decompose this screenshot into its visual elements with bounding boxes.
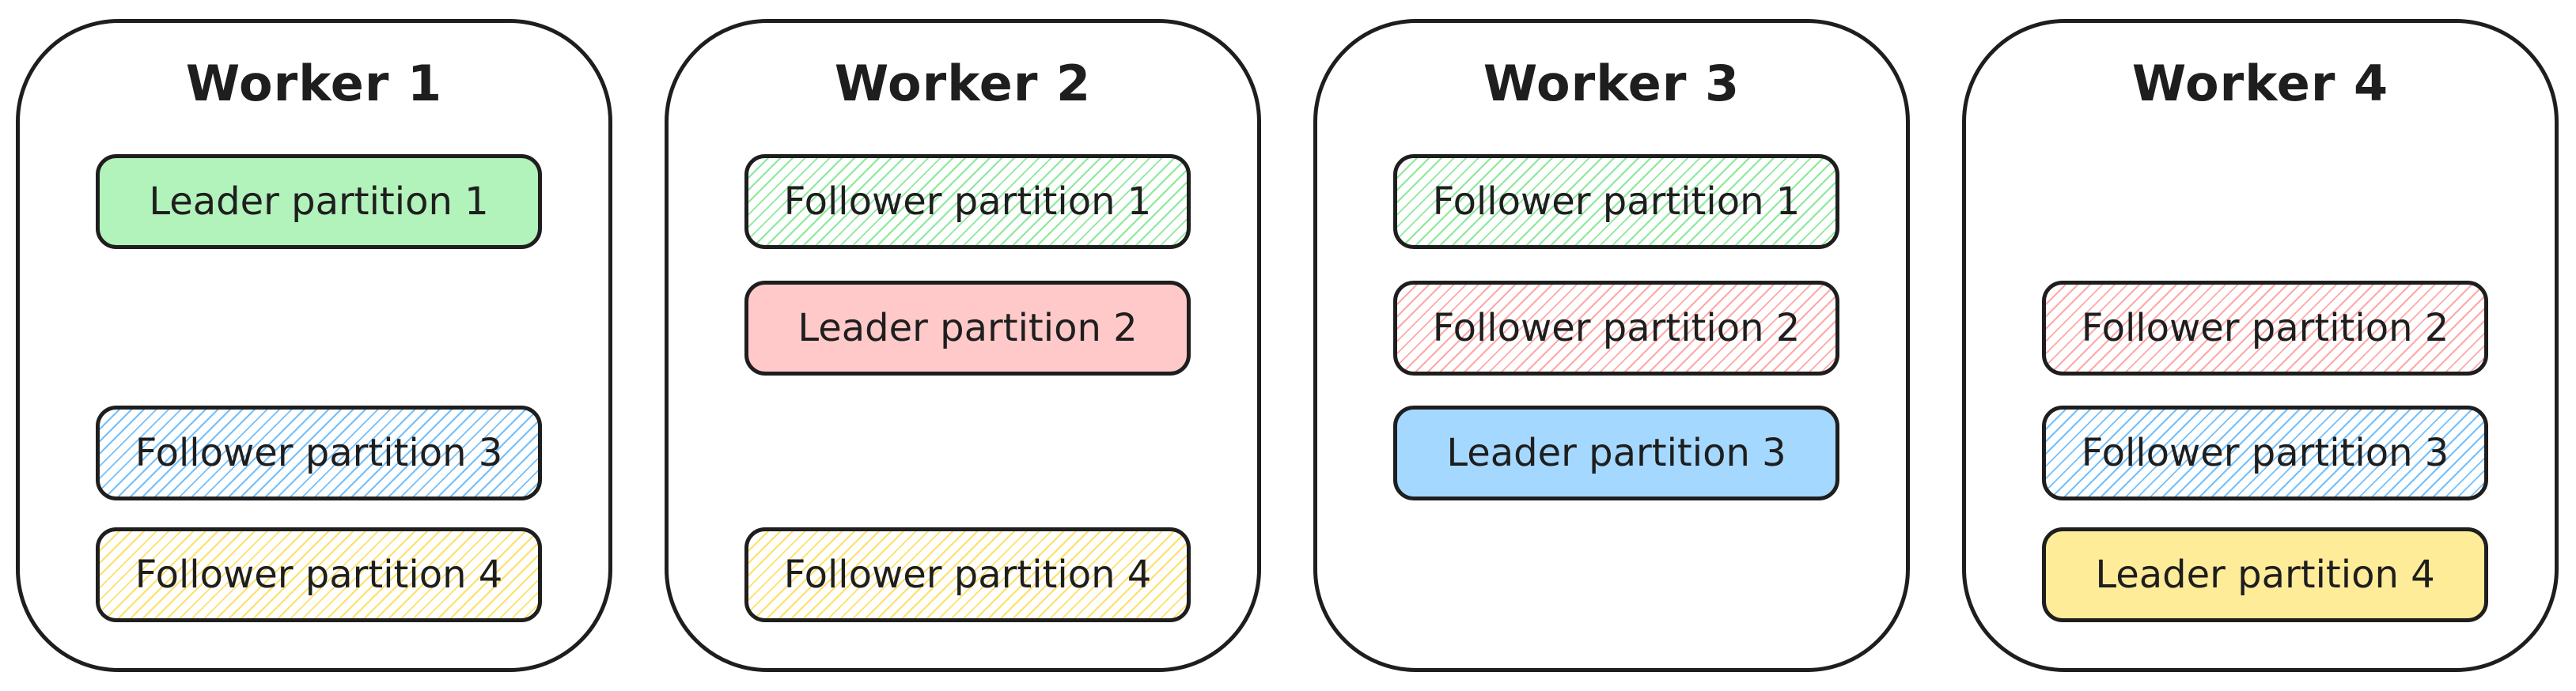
- follower-partition-4-box: Follower partition 4: [96, 527, 542, 622]
- follower-partition-3-box: Follower partition 3: [2042, 406, 2488, 500]
- partition-label: Leader partition 2: [797, 306, 1138, 350]
- worker-1-container: Worker 1 Leader partition 1 Follower par…: [16, 19, 612, 672]
- worker-4-container: Worker 4 Follower partition 2 Follower p…: [1962, 19, 2559, 672]
- partition-label: Follower partition 1: [783, 179, 1152, 224]
- leader-partition-3-box: Leader partition 3: [1393, 406, 1839, 500]
- partition-label: Leader partition 3: [1446, 431, 1786, 475]
- follower-partition-3-box: Follower partition 3: [96, 406, 542, 500]
- follower-partition-2-box: Follower partition 2: [1393, 281, 1839, 376]
- partition-label: Follower partition 3: [134, 431, 503, 475]
- worker-title: Worker 2: [834, 55, 1092, 112]
- worker-2-container: Worker 2 Follower partition 1 Leader par…: [665, 19, 1261, 672]
- worker-title: Worker 3: [1483, 55, 1741, 112]
- worker-title: Worker 4: [2131, 55, 2389, 112]
- partition-label: Follower partition 1: [1432, 179, 1801, 224]
- worker-3-container: Worker 3 Follower partition 1 Follower p…: [1313, 19, 1910, 672]
- follower-partition-1-box: Follower partition 1: [1393, 154, 1839, 249]
- partition-label: Follower partition 4: [783, 553, 1152, 597]
- partition-label: Leader partition 1: [149, 179, 489, 224]
- partition-label: Leader partition 4: [2095, 553, 2435, 597]
- follower-partition-4-box: Follower partition 4: [744, 527, 1191, 622]
- leader-partition-2-box: Leader partition 2: [744, 281, 1191, 376]
- leader-partition-4-box: Leader partition 4: [2042, 527, 2488, 622]
- partition-label: Follower partition 3: [2081, 431, 2449, 475]
- partition-label: Follower partition 2: [2081, 306, 2449, 350]
- partition-label: Follower partition 2: [1432, 306, 1801, 350]
- partition-label: Follower partition 4: [134, 553, 503, 597]
- follower-partition-2-box: Follower partition 2: [2042, 281, 2488, 376]
- follower-partition-1-box: Follower partition 1: [744, 154, 1191, 249]
- worker-title: Worker 1: [185, 55, 443, 112]
- leader-partition-1-box: Leader partition 1: [96, 154, 542, 249]
